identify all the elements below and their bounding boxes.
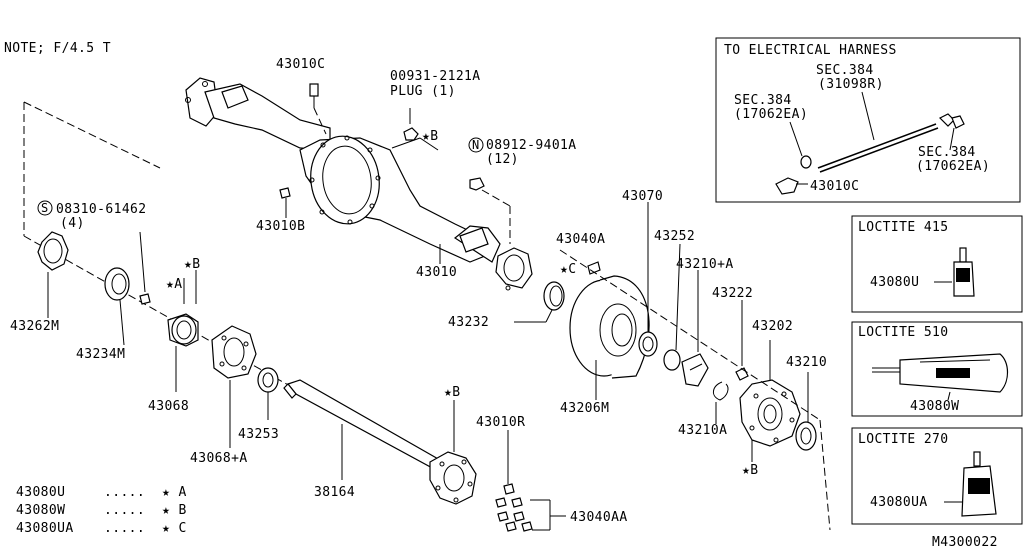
hub-seal	[663, 243, 681, 371]
legend-mark-3: ★ C	[162, 521, 187, 536]
inner-bearing	[795, 372, 817, 451]
harness-sec-right-num: (17062EA)	[916, 159, 990, 174]
loctite-415-box: LOCTITE 415 43080U	[851, 215, 1023, 313]
callout-43232: 43232	[448, 315, 489, 330]
harness-sec-top-num: (31098R)	[818, 77, 884, 92]
callout-00931: 00931-2121A	[390, 69, 481, 84]
note-label: NOTE; F/4.5 T	[4, 41, 111, 56]
callout-38164: 38164	[314, 485, 355, 500]
loctite-510-box: LOCTITE 510 43080W	[851, 321, 1023, 417]
callout-43010R: 43010R	[476, 415, 525, 430]
star-b-hub: ★B	[742, 463, 758, 478]
n-circle-marker	[468, 137, 484, 153]
callout-43040AA: 43040AA	[570, 510, 628, 525]
harness-sec-top: SEC.384	[816, 63, 874, 78]
inner-seal	[257, 367, 279, 420]
axle-shaft	[283, 379, 477, 505]
lock-plate	[37, 231, 69, 318]
s-circle-marker	[37, 200, 53, 216]
wheel-studs	[495, 430, 566, 532]
callout-43070: 43070	[622, 189, 663, 204]
oil-seal	[104, 267, 130, 346]
callout-43262M: 43262M	[10, 319, 59, 334]
bearing-cone	[681, 270, 709, 387]
star-a-bearing: ★A	[166, 277, 182, 292]
callout-43068A: 43068+A	[190, 451, 248, 466]
callout-43202: 43202	[752, 319, 793, 334]
harness-title: TO ELECTRICAL HARNESS	[724, 43, 897, 58]
star-b-plug: ★B	[422, 129, 438, 144]
legend-dots-1: .....	[104, 485, 145, 500]
bearing-retainer-plate	[211, 325, 257, 448]
breather-vent	[309, 83, 327, 135]
callout-43206M: 43206M	[560, 401, 609, 416]
callout-plug: PLUG (1)	[390, 84, 456, 99]
harness-part: 43010C	[810, 179, 859, 194]
legend-mark-2: ★ B	[162, 503, 187, 518]
loctite-270-title: LOCTITE 270	[858, 432, 949, 447]
callout-08912-qty: (12)	[486, 152, 519, 167]
housing-bolt	[279, 187, 291, 199]
callout-08310-qty: (4)	[60, 216, 85, 231]
legend-part-2: 43080W	[16, 503, 65, 518]
diagram-id: M4300022	[932, 535, 998, 550]
legend-dots-3: .....	[104, 521, 145, 536]
hub-stud	[735, 300, 749, 381]
callout-43010C-top: 43010C	[276, 57, 325, 72]
wheel-bearing	[167, 270, 199, 392]
guide-line-upper	[23, 101, 161, 169]
snap-ring	[713, 381, 729, 424]
loctite-270-box: LOCTITE 270 43080UA	[851, 427, 1023, 525]
callout-43210A-bottom: 43210A	[678, 423, 727, 438]
callout-43210A-top: 43210+A	[676, 257, 734, 272]
o-ring	[514, 281, 565, 323]
harness-sec-left-num: (17062EA)	[734, 107, 808, 122]
callout-43210: 43210	[786, 355, 827, 370]
axle-housing	[185, 77, 533, 291]
loctite-415-part: 43080U	[870, 275, 919, 290]
adhesive-legend: 43080U ..... ★ A 43080W ..... ★ B 43080U…	[16, 485, 187, 536]
callout-43040A: 43040A	[556, 232, 605, 247]
star-c: ★C	[560, 262, 576, 277]
legend-mark-1: ★ A	[162, 485, 187, 500]
callout-43252: 43252	[654, 229, 695, 244]
harness-inset: TO ELECTRICAL HARNESS SEC.384 (31098R) S…	[715, 37, 1021, 203]
s-circle-letter: S	[41, 201, 48, 215]
loctite-415-title: LOCTITE 415	[858, 220, 949, 235]
brake-drum	[569, 275, 650, 400]
n-circle-letter: N	[472, 138, 479, 152]
callout-08912: 08912-9401A	[486, 138, 577, 153]
callout-43234M: 43234M	[76, 347, 125, 362]
star-b-shaft: ★B	[444, 385, 460, 400]
set-screw	[139, 231, 151, 305]
legend-part-3: 43080UA	[16, 521, 74, 536]
housing-nut	[469, 177, 511, 244]
callout-43010: 43010	[416, 265, 457, 280]
guide-line-right	[559, 249, 821, 421]
axle-hub	[739, 340, 801, 462]
loctite-510-part: 43080W	[910, 399, 959, 414]
legend-dots-2: .....	[104, 503, 145, 518]
callout-43068: 43068	[148, 399, 189, 414]
harness-sec-left: SEC.384	[734, 93, 792, 108]
star-b-bearing: ★B	[184, 257, 200, 272]
callout-43010B: 43010B	[256, 219, 305, 234]
outer-bearing	[638, 202, 658, 357]
loctite-270-part: 43080UA	[870, 495, 928, 510]
callout-08310: 08310-61462	[56, 202, 147, 217]
loctite-510-title: LOCTITE 510	[858, 325, 949, 340]
harness-sec-right: SEC.384	[918, 145, 976, 160]
center-bolt	[587, 261, 601, 275]
callout-43253: 43253	[238, 427, 279, 442]
callout-43222: 43222	[712, 286, 753, 301]
plug	[403, 108, 419, 141]
legend-part-1: 43080U	[16, 485, 65, 500]
